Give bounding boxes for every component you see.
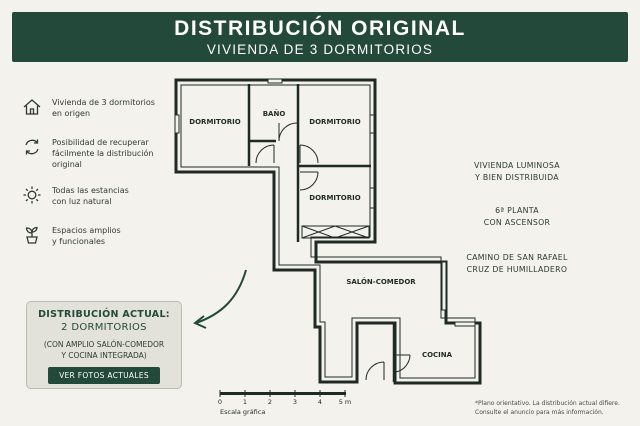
page-title: DISTRIBUCIÓN ORIGINAL	[174, 17, 466, 40]
feature-text: Todas las estancias con luz natural	[52, 186, 129, 206]
feature-text: Espacios amplios y funcionales	[52, 226, 121, 246]
feature-item: Posibilidad de recuperar fácilmente la d…	[22, 137, 172, 170]
page-subtitle: VIVIENDA DE 3 DORMITORIOS	[206, 42, 434, 57]
svg-text:4: 4	[318, 398, 322, 406]
arrow-icon	[193, 269, 247, 329]
svg-text:0: 0	[218, 398, 222, 406]
feature-item: Todas las estancias con luz natural	[22, 185, 172, 207]
room-label: DORMITORIO	[309, 194, 360, 202]
view-photos-button[interactable]: VER FOTOS ACTUALES	[48, 367, 160, 384]
current-distribution-box: DISTRIBUCIÓN ACTUAL: 2 DORMITORIOS (CON …	[26, 301, 182, 389]
info-block: VIVIENDA LUMINOSA Y BIEN DISTRIBUIDA	[474, 161, 560, 182]
svg-text:5 m: 5 m	[339, 398, 352, 406]
sun-icon	[23, 186, 41, 204]
footnote: *Plano orientativo. La distribución actu…	[475, 400, 620, 416]
feature-item: Espacios amplios y funcionales	[22, 225, 172, 247]
refresh-icon	[25, 139, 39, 155]
current-description: (CON AMPLIO SALÓN-COMEDOR Y COCINA INTEG…	[43, 340, 165, 360]
current-title: DISTRIBUCIÓN ACTUAL:	[38, 309, 170, 320]
house-icon	[23, 99, 41, 115]
room-label: DORMITORIO	[309, 118, 360, 126]
room-label: DORMITORIO	[189, 118, 240, 126]
svg-text:2: 2	[268, 398, 272, 406]
scale-label: Escala gráfica	[220, 408, 265, 416]
feature-item: Vivienda de 3 dormitorios en origen	[22, 97, 172, 119]
info-block: CAMINO DE SAN RAFAEL CRUZ DE HUMILLADERO	[466, 253, 568, 274]
room-label: BAÑO	[263, 109, 286, 118]
svg-text:3: 3	[293, 398, 297, 406]
feature-text: Vivienda de 3 dormitorios en origen	[52, 98, 155, 118]
svg-text:1: 1	[243, 398, 247, 406]
info-block: 6ª PLANTA CON ASCENSOR	[483, 206, 551, 227]
scale-bar: 0 1 2 3 4 5 m Escala gráfica	[218, 390, 351, 416]
header-banner: DISTRIBUCIÓN ORIGINAL VIVIENDA DE 3 DORM…	[12, 12, 628, 62]
plant-icon	[25, 226, 38, 244]
feature-text: Posibilidad de recuperar fácilmente la d…	[52, 138, 154, 169]
room-label: SALÓN-COMEDOR	[346, 277, 416, 286]
current-subtitle: 2 DORMITORIOS	[61, 322, 147, 333]
room-label: COCINA	[422, 351, 453, 359]
